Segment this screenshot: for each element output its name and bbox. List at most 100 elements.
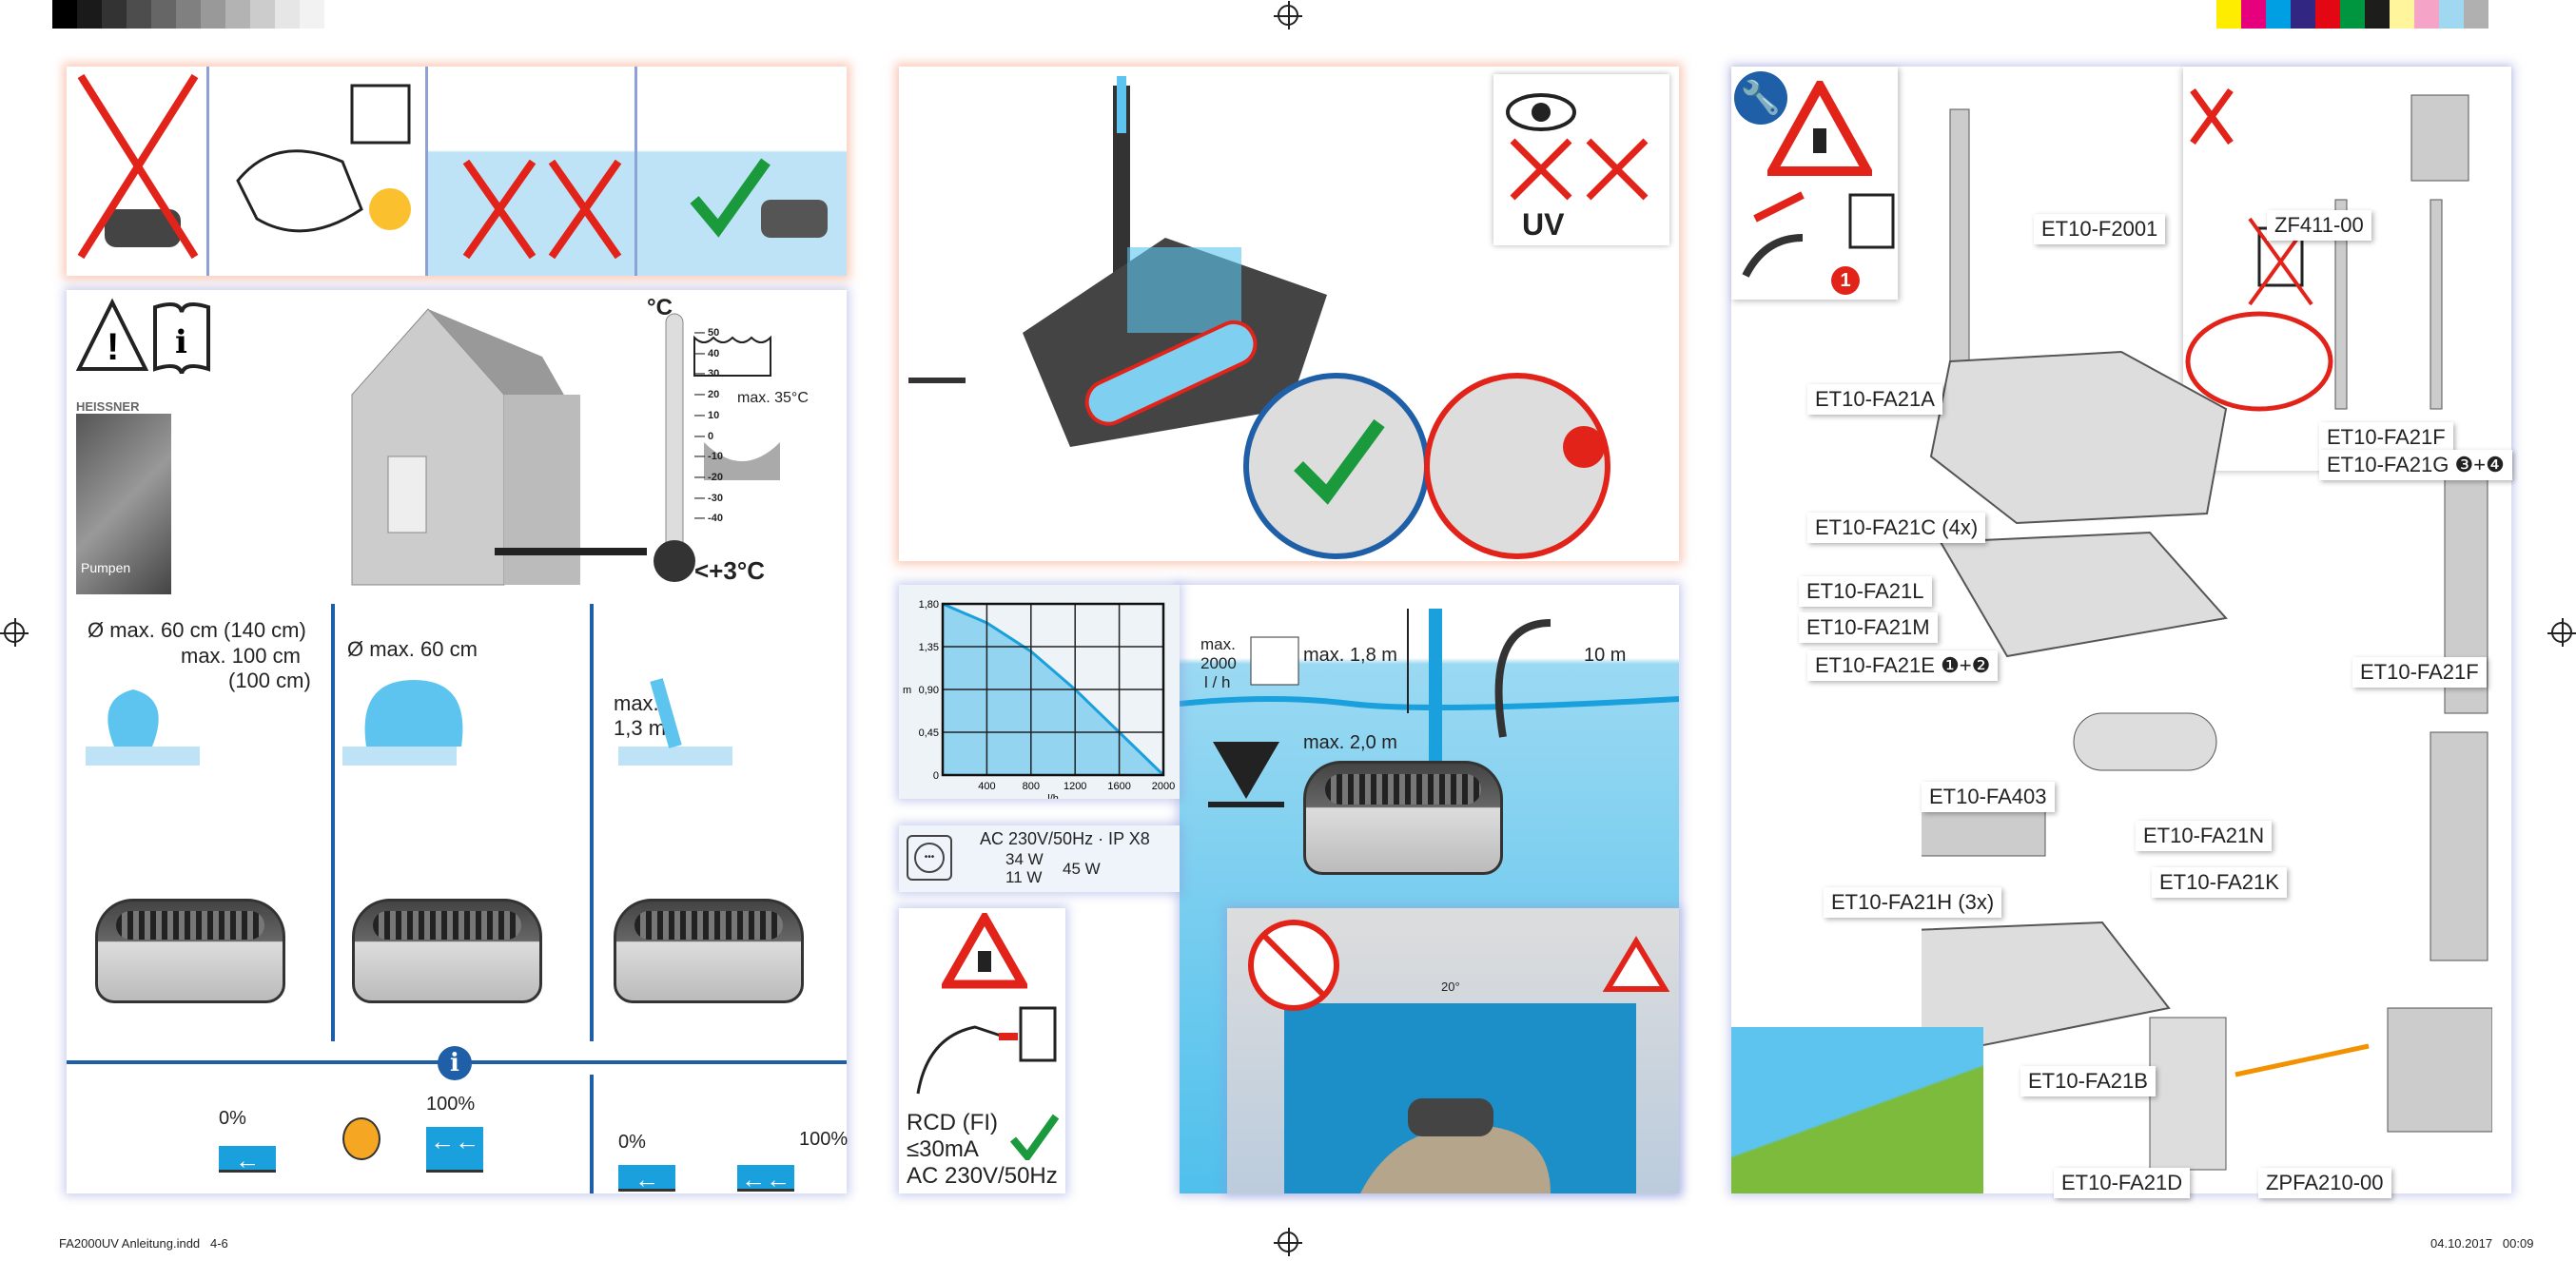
pump-illustration — [352, 899, 542, 1003]
prohibited-x-icon — [462, 159, 622, 260]
x-tick-label: 800 — [1023, 781, 1040, 792]
valve-knob-icon[interactable] — [342, 1117, 381, 1160]
x-tick-label: 2000 — [1152, 781, 1175, 792]
flow-min-indicator: ← — [219, 1146, 276, 1174]
rcd-line1: RCD (FI) — [907, 1110, 998, 1135]
manual-title: Pumpen — [81, 560, 131, 575]
rcd-line2: ≤30mA — [907, 1136, 979, 1162]
fountain1-diameter: Ø max. 60 cm (140 cm) — [88, 618, 306, 642]
fountain1-height-alt: (100 cm) — [228, 669, 311, 692]
calibration-swatch — [52, 0, 77, 29]
thermometer-tick: — 50 — [694, 327, 720, 339]
part-label-et10-fa21d: ET10-FA21D — [2054, 1168, 2191, 1198]
manual-brand: HEISSNER — [76, 399, 140, 414]
thermometer-tick: — -30 — [694, 492, 723, 504]
registration-mark-icon — [2547, 618, 2576, 647]
divider — [331, 604, 335, 1041]
thermometer-tick: — 40 — [694, 347, 720, 359]
total-watt: 45 W — [1063, 860, 1101, 878]
calibration-swatch — [151, 0, 176, 29]
step-number: 1 — [1831, 266, 1860, 295]
registration-mark-icon — [1274, 1, 1302, 29]
tilt-angle: 20° — [1441, 980, 1460, 994]
calibration-swatch — [2291, 0, 2315, 29]
calibration-swatch — [2414, 0, 2439, 29]
part-label-et10-fa21e: ET10-FA21E ❶+❷ — [1807, 650, 1999, 681]
installation-panel: !i HEISSNER Pumpen °C — 50— 40— 30— 20— … — [67, 290, 848, 1193]
checkmark-icon — [690, 158, 828, 238]
flow-max-3: l / h — [1204, 673, 1231, 691]
flow-min-indicator-2: ← — [618, 1165, 675, 1193]
eye-prohibited-icon — [1506, 93, 1649, 201]
pump-illustration — [1303, 761, 1503, 875]
calibration-swatch — [2439, 0, 2464, 29]
electric-hazard-icon — [942, 913, 1027, 989]
calibration-swatch — [201, 0, 225, 29]
part-label-et10-f2001: ET10-F2001 — [2034, 214, 2166, 244]
calibration-swatch — [176, 0, 201, 29]
pond-illustration — [1180, 609, 1679, 807]
fountain3-height-1: max. — [614, 691, 659, 715]
part-label-et10-fa21n: ET10-FA21N — [2136, 821, 2273, 851]
registration-mark-icon — [0, 618, 29, 647]
flow-max-indicator: ←← — [426, 1127, 483, 1173]
x-tick-label: 1200 — [1064, 781, 1086, 792]
footer-date: 04.10.2017 00:09 — [2430, 1236, 2534, 1251]
calibration-swatch — [2216, 0, 2241, 29]
curve-line — [942, 602, 1165, 777]
pond-edge — [1731, 1027, 1983, 1193]
no-touch-water — [428, 67, 637, 276]
uv-watt: 11 W — [1005, 868, 1043, 886]
flow-max-1: max. — [1200, 635, 1236, 653]
footer-file: FA2000UV Anleitung.indd 4-6 — [59, 1236, 228, 1251]
part-label-et10-fa21l: ET10-FA21L — [1799, 576, 1932, 607]
y-axis-label: m — [903, 685, 911, 696]
spec-box: ••• AC 230V/50Hz · IP X8 34 W 11 W 45 W — [899, 825, 1180, 892]
calibration-swatch — [225, 0, 250, 29]
gray-calibration-bar — [52, 0, 324, 29]
unplug-before-touch — [637, 67, 847, 276]
max-depth: max. 2,0 m — [1303, 732, 1397, 753]
plug-socket-icon — [916, 1006, 1057, 1095]
calibration-swatch — [300, 0, 324, 29]
part-label-et10-fa403: ET10-FA403 — [1922, 782, 2055, 812]
calibration-swatch — [275, 0, 300, 29]
pump-illustration — [614, 899, 804, 1003]
checkmark-icon — [1009, 1114, 1060, 1160]
part-label-et10-fa21f: ET10-FA21F — [2352, 657, 2487, 688]
fountain2-diameter: Ø max. 60 cm — [347, 637, 478, 661]
manual-cover: HEISSNER Pumpen — [76, 380, 171, 599]
uv-filter-panel: UV — [899, 67, 1679, 561]
socket-icon: ••• — [907, 835, 952, 881]
flow-min-label: 0% — [219, 1108, 246, 1129]
electric-hazard-icon — [1767, 81, 1872, 176]
calibration-swatch — [250, 0, 275, 29]
uv-lamp-box — [2183, 67, 2511, 471]
part-label-et10-fa21h: ET10-FA21H (3x) — [1824, 887, 2002, 918]
plot-frame — [941, 602, 1165, 777]
part-label-et10-fa21c: ET10-FA21C (4x) — [1807, 513, 1986, 543]
temp-unit: °C — [647, 295, 673, 320]
y-tick-label: 1,80 — [919, 599, 939, 611]
pump-illustration — [95, 899, 285, 1003]
divider — [590, 1075, 594, 1193]
thermometer-tick: — 10 — [694, 409, 720, 421]
calibration-swatch — [2340, 0, 2365, 29]
fountain1-height: max. 100 cm — [181, 644, 301, 668]
safety-panel — [67, 67, 847, 276]
filter-cutaway-illustration — [908, 76, 1610, 559]
info-icon: i — [438, 1046, 472, 1080]
calibration-swatch — [2315, 0, 2340, 29]
thermometer-tick: — -40 — [694, 513, 723, 525]
fountain3-height-2: 1,3 m — [614, 716, 667, 740]
exploded-parts-illustration — [1922, 108, 2492, 1171]
no-cable-carry — [67, 67, 209, 276]
part-label-et10-fa21g: ET10-FA21G ❸+❹ — [2319, 450, 2512, 480]
wrench-icon: 🔧 — [1734, 71, 1787, 125]
power-spec: AC 230V/50Hz · IP X8 — [980, 829, 1150, 848]
thermometer-tick: — -10 — [694, 451, 723, 463]
prohibited-x-icon — [77, 73, 199, 260]
y-tick-label: 0,90 — [919, 685, 939, 696]
